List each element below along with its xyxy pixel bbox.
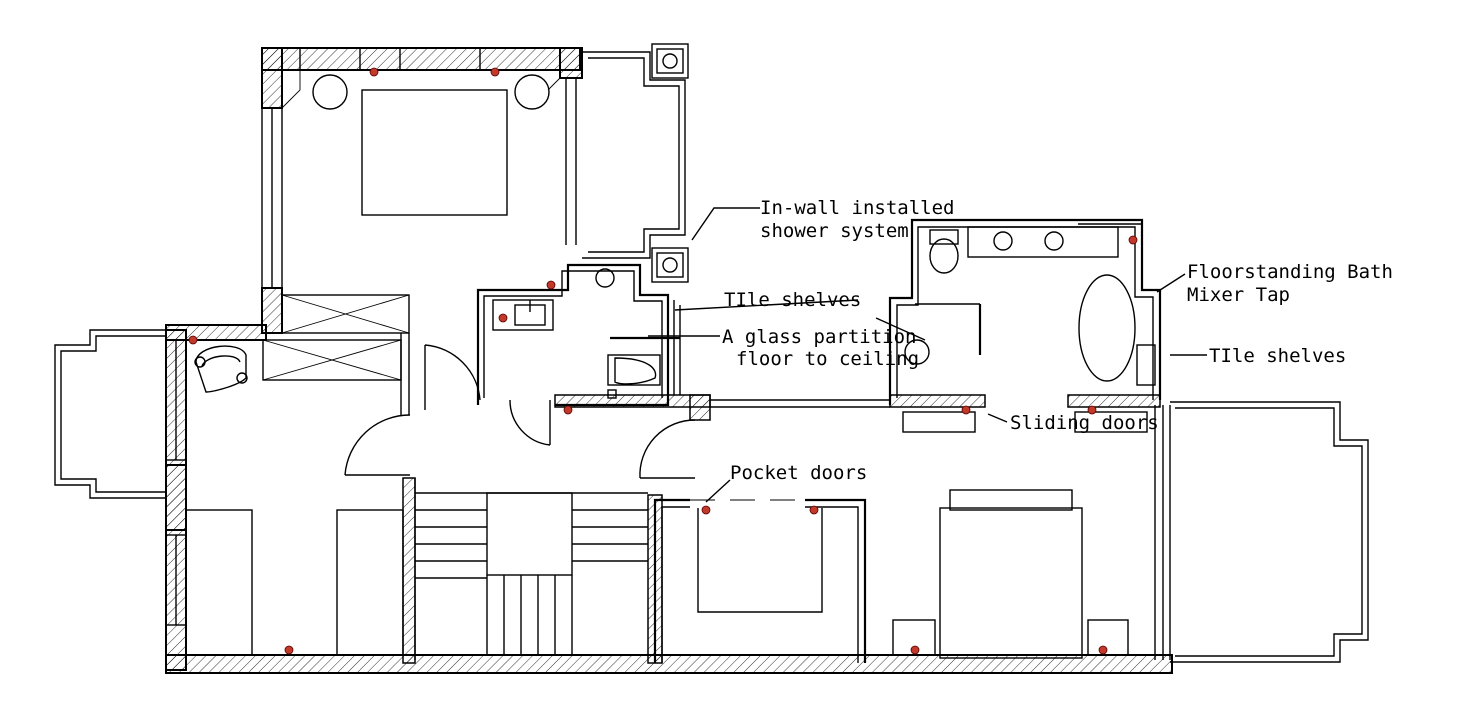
bottom-rooms — [653, 489, 1129, 663]
label-tile-shelves-right: TIle shelves — [1209, 345, 1346, 367]
label-pocket-doors: Pocket doors — [730, 462, 867, 484]
armchair — [194, 345, 248, 393]
label-glass-line1: A glass partition — [722, 326, 916, 348]
wardrobe-units — [262, 294, 410, 415]
label-bath-line2: Mixer Tap — [1187, 284, 1290, 306]
label-shower-line2: shower system — [760, 220, 909, 242]
leader-lines — [648, 207, 1207, 503]
label-glass-line2: floor to ceiling — [736, 348, 919, 370]
label-sliding-doors: Sliding doors — [1010, 412, 1159, 434]
label-bath-line1: Floorstanding Bath — [1187, 261, 1393, 283]
socket-markers — [188, 67, 1138, 655]
annotation-labels: In-wall installed shower system TIle she… — [722, 197, 1393, 484]
staircase — [402, 477, 663, 664]
label-tile-shelves-left: TIle shelves — [724, 289, 861, 311]
left-room-furniture — [185, 509, 404, 656]
doors-left — [344, 344, 696, 479]
left-bay-window — [54, 329, 166, 499]
outer-walls — [165, 43, 1173, 674]
master-bed — [281, 70, 561, 216]
corridor-window — [710, 399, 890, 408]
label-shower-line1: In-wall installed — [760, 197, 954, 219]
ensuite-bathroom — [888, 218, 1162, 433]
right-walls — [1154, 401, 1369, 663]
middle-bathroom — [476, 263, 711, 421]
